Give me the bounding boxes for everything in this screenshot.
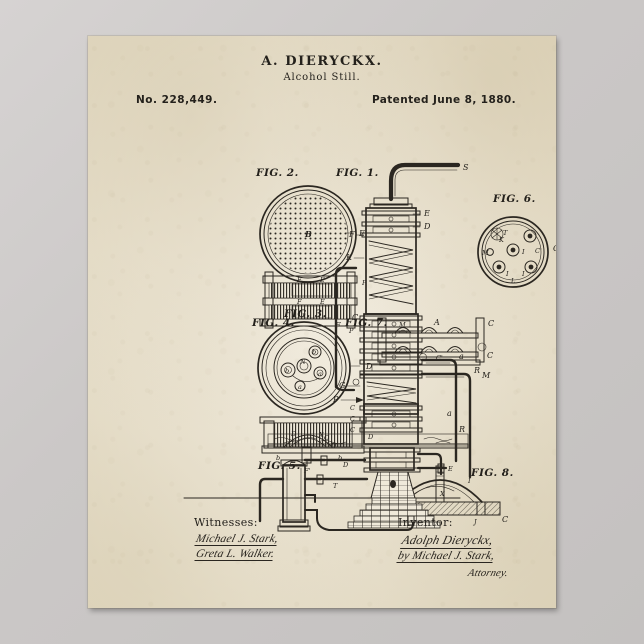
patent-number: No. 228,449. — [136, 94, 218, 106]
figure-label-3: FIG. 3. — [283, 308, 327, 320]
svg-text:P: P — [332, 395, 339, 404]
figure-label-8: FIG. 8. — [470, 467, 514, 479]
svg-text:G: G — [339, 381, 346, 390]
svg-text:E: E — [447, 465, 453, 473]
svg-text:I: I — [521, 248, 525, 256]
svg-text:F: F — [334, 321, 341, 330]
svg-text:N: N — [299, 358, 306, 366]
svg-text:K: K — [498, 236, 505, 244]
svg-text:R: R — [473, 366, 480, 375]
svg-text:D: D — [330, 442, 337, 450]
svg-text:J: J — [472, 518, 477, 526]
svg-text:E: E — [423, 209, 430, 218]
svg-text:E: E — [319, 276, 325, 284]
patent-drawing: .ln{stroke:#2b2721;fill:none;stroke-line… — [88, 36, 556, 608]
figure-4-valve-head-plan: b b N a a D — [257, 321, 373, 415]
figure-label-6: FIG. 6. — [492, 193, 536, 205]
svg-text:T: T — [503, 229, 508, 237]
svg-text:C: C — [352, 313, 358, 322]
svg-text:a: a — [318, 370, 322, 378]
patent-poster: A. DIERYCKX. Alcohol Still. No. 228,449.… — [88, 36, 556, 608]
figure-6-valve-plate-plan: T K M I C' I I L C — [477, 216, 556, 288]
svg-text:F: F — [296, 276, 302, 284]
svg-text:D: D — [342, 461, 349, 469]
attorney-signature: by Michael J. Stark, — [396, 550, 496, 563]
svg-text:E: E — [319, 298, 325, 306]
svg-text:C: C — [553, 244, 556, 253]
page-title: A. DIERYCKX. — [261, 54, 383, 69]
svg-text:M: M — [481, 249, 489, 257]
svg-text:X: X — [318, 431, 324, 439]
svg-text:I: I — [467, 477, 471, 485]
svg-text:b: b — [338, 454, 342, 462]
patent-date: Patented June 8, 1880. — [371, 94, 516, 106]
attorney-label: Attorney. — [466, 568, 510, 579]
figure-label-1: FIG. 1. — [335, 167, 379, 179]
figure-label-2: FIG. 2. — [255, 167, 299, 179]
svg-text:D: D — [365, 362, 373, 371]
svg-text:I: I — [505, 270, 509, 278]
svg-text:C: C — [350, 426, 355, 434]
svg-text:F: F — [296, 298, 302, 306]
svg-text:a: a — [459, 352, 464, 361]
figure-label-7: FIG. 7. — [344, 317, 388, 329]
svg-text:P: P — [348, 327, 354, 335]
svg-text:D: D — [423, 222, 431, 231]
figure-label-4: FIG. 4. — [251, 317, 295, 329]
svg-text:A: A — [433, 318, 440, 327]
figure-2-perforated-plate: B E — [259, 185, 365, 283]
svg-text:S: S — [463, 163, 469, 172]
svg-text:C: C — [488, 319, 494, 328]
svg-text:F: F — [348, 230, 355, 239]
svg-text:F': F' — [303, 467, 311, 475]
inventor-signature: Adolph Dieryckx, — [400, 533, 495, 549]
svg-text:K: K — [345, 253, 353, 262]
svg-text:M: M — [481, 371, 491, 380]
svg-text:a: a — [298, 383, 302, 391]
svg-text:L: L — [510, 277, 515, 285]
svg-text:C: C — [502, 515, 508, 524]
svg-text:a: a — [447, 409, 452, 418]
svg-text:C': C' — [535, 247, 542, 255]
svg-text:R: R — [458, 425, 465, 434]
svg-text:b: b — [276, 454, 280, 462]
svg-text:b: b — [312, 348, 316, 356]
svg-text:P: P — [361, 279, 367, 287]
svg-text:C: C — [487, 351, 493, 360]
svg-text:O: O — [324, 434, 330, 442]
figure-1-alcohol-still: S — [258, 162, 480, 532]
svg-text:C: C — [350, 415, 355, 423]
inventor-heading: Inventor: — [398, 516, 453, 529]
svg-text:T: T — [333, 482, 338, 490]
svg-text:C': C' — [436, 354, 443, 362]
svg-text:X: X — [439, 490, 445, 498]
svg-text:D: D — [367, 433, 374, 441]
invention-subtitle: Alcohol Still. — [283, 72, 361, 83]
witness-signature-1: Michael J. Stark, — [194, 533, 280, 546]
svg-text:B: B — [304, 229, 312, 239]
svg-text:b: b — [285, 367, 289, 375]
witnesses-heading: Witnesses: — [194, 516, 258, 529]
svg-text:M: M — [398, 321, 406, 329]
svg-text:C: C — [350, 404, 355, 412]
figure-label-5: FIG. 5. — [257, 460, 301, 472]
svg-text:I: I — [521, 270, 525, 278]
witness-signature-2: Greta L. Walker. — [194, 548, 277, 561]
